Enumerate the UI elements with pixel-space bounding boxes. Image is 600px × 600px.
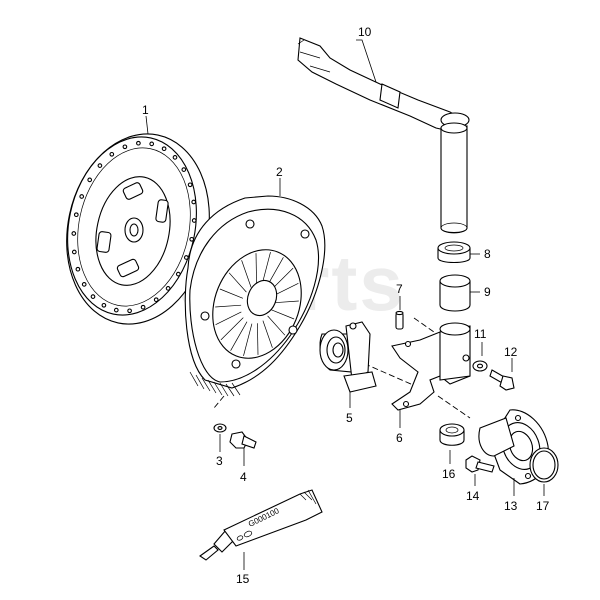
- disc-rivet-hole: [191, 199, 197, 205]
- label-part-12: 12: [504, 345, 518, 359]
- diaphragm-finger: [230, 321, 248, 351]
- label-part-3: 3: [216, 454, 223, 468]
- label-part-15: 15: [236, 572, 250, 586]
- bush-16: [439, 423, 465, 446]
- disc-rivet-hole: [181, 167, 187, 172]
- disc-rivet-hole: [187, 182, 193, 188]
- disc-rivet-hole: [183, 255, 189, 260]
- diaphragm-finger: [272, 300, 299, 304]
- diaphragm-finger: [215, 311, 242, 326]
- disc-rivet-hole: [90, 294, 96, 299]
- diaphragm-finger: [262, 320, 273, 348]
- o-ring-17: [529, 447, 559, 483]
- disc-rivet-hole: [153, 297, 159, 303]
- bush-9: [439, 274, 471, 312]
- disc-rivet-hole: [97, 163, 103, 168]
- label-part-4: 4: [240, 470, 247, 484]
- axis-line-plate: [213, 395, 225, 409]
- disc-rivet-hole: [101, 302, 107, 308]
- label-part-17: 17: [536, 499, 550, 513]
- disc-rivet-hole: [172, 155, 178, 160]
- label-part-1: 1: [142, 103, 149, 117]
- diaphragm-finger: [255, 253, 257, 285]
- release-fork: [391, 322, 471, 411]
- diaphragm-finger: [243, 323, 253, 356]
- bolt-14: [465, 455, 495, 473]
- release-bearing: [319, 321, 377, 393]
- grease-tube: G000100: [199, 489, 323, 561]
- diaphragm-finger: [270, 309, 295, 320]
- diaphragm-finger: [267, 315, 286, 336]
- label-part-16: 16: [442, 467, 456, 481]
- label-part-7: 7: [396, 282, 403, 296]
- diaphragm-finger: [219, 288, 244, 299]
- label-part-9: 9: [484, 285, 491, 299]
- axis-line-fork: [413, 317, 435, 333]
- disc-rivet-hole: [140, 304, 146, 310]
- diaphragm-finger: [257, 323, 259, 355]
- disc-rivet-hole: [71, 249, 77, 255]
- part-labels: 1 2 3 4 5 6 7 8 9 10 11 12 13 14 15 16 1…: [142, 25, 550, 586]
- disc-rivet-hole: [71, 231, 77, 236]
- diaphragm-finger: [241, 260, 252, 288]
- disc-rivet-hole: [79, 194, 85, 199]
- label-part-5: 5: [346, 411, 353, 425]
- disc-rivet-hole: [191, 218, 197, 223]
- disc-rivet-hole: [75, 266, 81, 272]
- disc-rivet-hole: [73, 212, 79, 218]
- disc-rivet-hole: [175, 271, 181, 277]
- disc-rivet-hole: [113, 307, 119, 313]
- release-shaft: [297, 37, 470, 234]
- label-part-11: 11: [474, 327, 487, 341]
- label-part-13: 13: [504, 499, 518, 513]
- guide-sleeve: [478, 409, 549, 485]
- label-part-6: 6: [396, 431, 403, 445]
- bush-8: [437, 241, 471, 264]
- washer-3: [213, 423, 227, 433]
- pressure-plate: [184, 195, 326, 397]
- label-part-14: 14: [466, 489, 480, 503]
- washer-11: [472, 360, 488, 372]
- bolt-4: [229, 431, 257, 449]
- disc-rivet-hole: [109, 151, 115, 157]
- diaphragm-finger: [215, 304, 242, 308]
- leader-lines: [145, 39, 545, 570]
- disc-rivet-hole: [149, 141, 155, 147]
- disc-rivet-hole: [136, 140, 141, 146]
- disc-rivet-hole: [161, 146, 167, 152]
- label-part-2: 2: [276, 165, 283, 179]
- label-part-10: 10: [358, 25, 372, 39]
- disc-rivet-hole: [122, 144, 128, 150]
- diaphragm-finger: [261, 252, 271, 285]
- disc-rivet-hole: [165, 286, 171, 291]
- disc-rivet-hole: [87, 177, 93, 183]
- disc-rivet-hole: [81, 282, 87, 287]
- diaphragm-finger: [228, 272, 247, 293]
- pin-7: [395, 310, 404, 330]
- axis-line-guide: [437, 395, 471, 419]
- disc-rivet-hole: [127, 308, 132, 314]
- bolt-12: [489, 369, 515, 391]
- disc-rivet-hole: [189, 236, 195, 242]
- label-part-8: 8: [484, 247, 491, 261]
- diaphragm-finger: [220, 317, 244, 341]
